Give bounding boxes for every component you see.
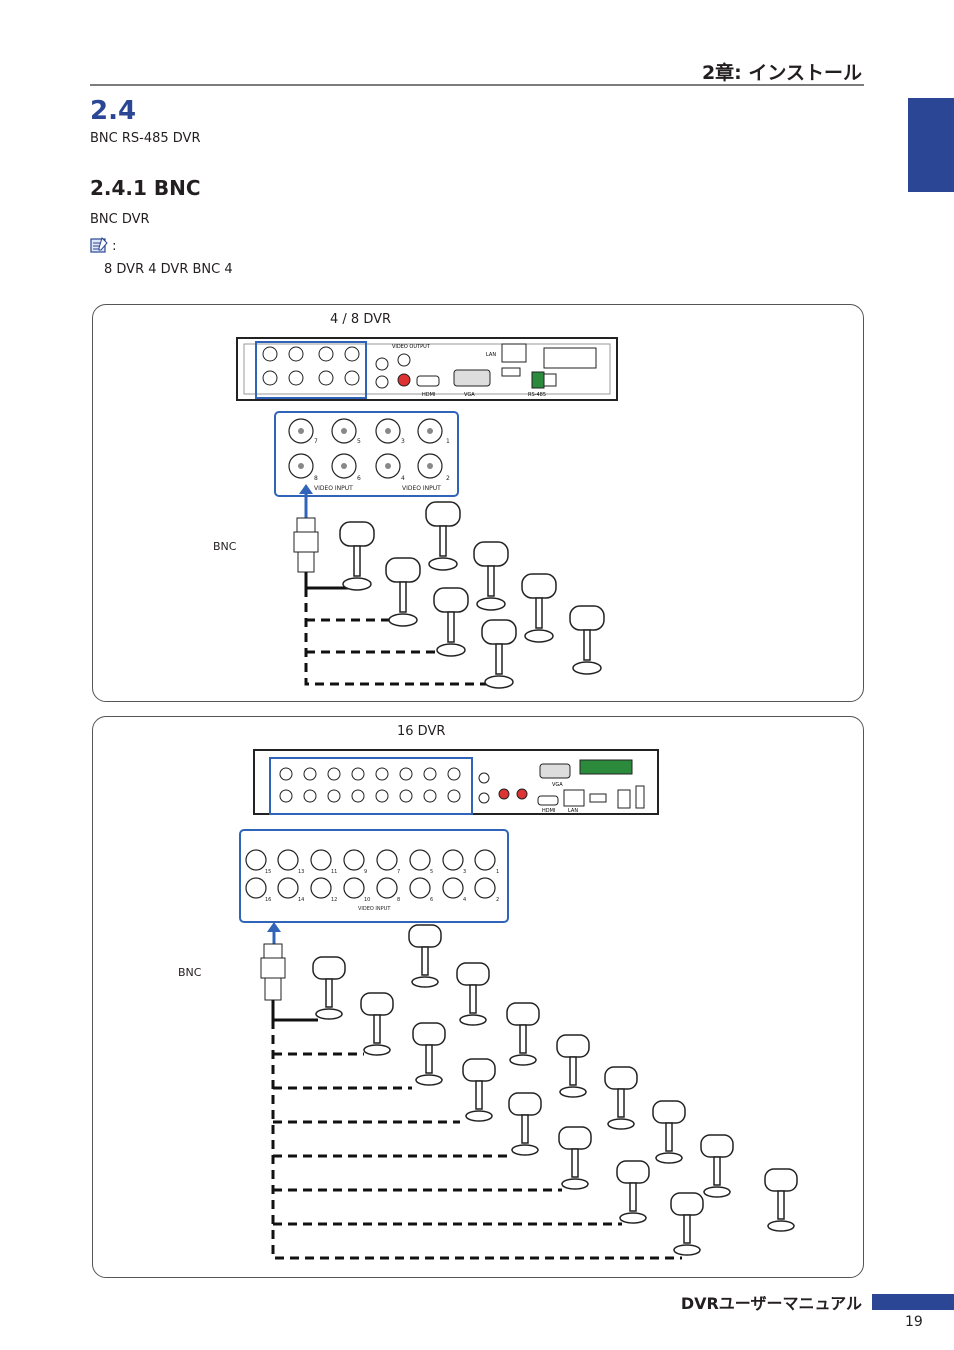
subsection-text: BNC DVR <box>90 212 150 227</box>
cable-dashed <box>271 1020 682 1260</box>
port-label: 11 <box>331 869 337 875</box>
panel-video-output: VIDEO OUTPUT <box>392 344 431 350</box>
port-label: 2 <box>496 897 499 903</box>
port-label: 12 <box>331 897 337 903</box>
cable-dashed <box>304 588 492 686</box>
footer-bar <box>872 1294 954 1310</box>
video-input-label: VIDEO INPUT <box>358 906 391 912</box>
note-icon <box>90 237 108 253</box>
footer-title: DVRユーザーマニュアル <box>680 1294 862 1313</box>
port-label: 6 <box>430 897 433 903</box>
port-label: 10 <box>364 897 370 903</box>
subsection-title: 2.4.1 BNC <box>90 176 201 200</box>
figure2-bnc-label: BNC <box>178 966 202 979</box>
figure-4-8ch <box>92 304 864 702</box>
zoomed-bnc-block: 7 5 3 1 8 6 4 2 VIDEO INPUT VIDEO INPUT <box>274 411 459 497</box>
figure1-diagram: VIDEO OUTPUT HDMI VGA LAN RS-485 7 5 3 1… <box>236 337 618 689</box>
port-label: 3 <box>463 869 466 875</box>
bnc-connector-icon <box>293 517 319 573</box>
note-marker: : <box>112 239 117 254</box>
arrow-head <box>267 922 281 932</box>
port-label: 6 <box>357 475 361 482</box>
page-number: 19 <box>905 1314 923 1330</box>
zoomed-bnc-block-16: 15 13 11 9 7 5 3 1 16 14 12 10 8 6 4 2 V… <box>239 829 509 923</box>
dvr-rear-panel-small: VIDEO OUTPUT HDMI VGA LAN RS-485 <box>236 337 618 401</box>
port-label: 1 <box>496 869 499 875</box>
camera-icon <box>339 501 605 689</box>
video-input-label: VIDEO INPUT <box>314 485 353 492</box>
port-label: 1 <box>446 438 450 445</box>
port-label: 2 <box>446 475 450 482</box>
dvr-rear-panel-large: VGA HDMI LAN <box>253 749 659 815</box>
note-line: : <box>90 237 117 254</box>
port-label: 5 <box>357 438 361 445</box>
port-label: 8 <box>314 475 318 482</box>
panel-rs485: RS-485 <box>528 392 546 398</box>
port-label: 14 <box>298 897 304 903</box>
figure1-caption: 4 / 8 DVR <box>330 312 392 327</box>
section-number: 2.4 <box>90 96 137 126</box>
port-label: 7 <box>314 438 318 445</box>
port-label: 8 <box>397 897 400 903</box>
section-text: BNC RS-485 DVR <box>90 131 201 146</box>
figure2-caption: 16 DVR <box>397 724 446 739</box>
note-text: 8 DVR 4 DVR BNC 4 <box>104 262 233 277</box>
camera-icon <box>312 924 798 1256</box>
video-input-label: VIDEO INPUT <box>402 485 441 492</box>
header-rule <box>90 84 864 86</box>
port-label: 3 <box>401 438 405 445</box>
figure2-diagram: VGA HDMI LAN 15 13 11 9 7 5 3 1 16 14 12 <box>239 749 798 1260</box>
panel-lan: LAN <box>568 808 578 814</box>
panel-lan: LAN <box>486 352 496 358</box>
chapter-tab <box>908 98 954 192</box>
chapter-title: 2章: インストール <box>701 62 862 84</box>
panel-vga: VGA <box>552 782 563 788</box>
panel-vga: VGA <box>464 392 475 398</box>
port-label: 5 <box>430 869 433 875</box>
port-label: 4 <box>401 475 405 482</box>
figure-16ch <box>92 716 864 1278</box>
bnc-connector-icon <box>260 943 286 1001</box>
panel-hdmi: HDMI <box>422 392 435 398</box>
figure1-bnc-label: BNC <box>213 540 237 553</box>
port-label: 9 <box>364 869 367 875</box>
port-label: 15 <box>265 869 271 875</box>
arrow-head <box>299 484 313 494</box>
port-label: 13 <box>298 869 304 875</box>
port-label: 7 <box>397 869 400 875</box>
panel-hdmi: HDMI <box>542 808 555 814</box>
cable-solid <box>271 1000 318 1022</box>
port-label: 4 <box>463 897 466 903</box>
port-label: 16 <box>265 897 271 903</box>
